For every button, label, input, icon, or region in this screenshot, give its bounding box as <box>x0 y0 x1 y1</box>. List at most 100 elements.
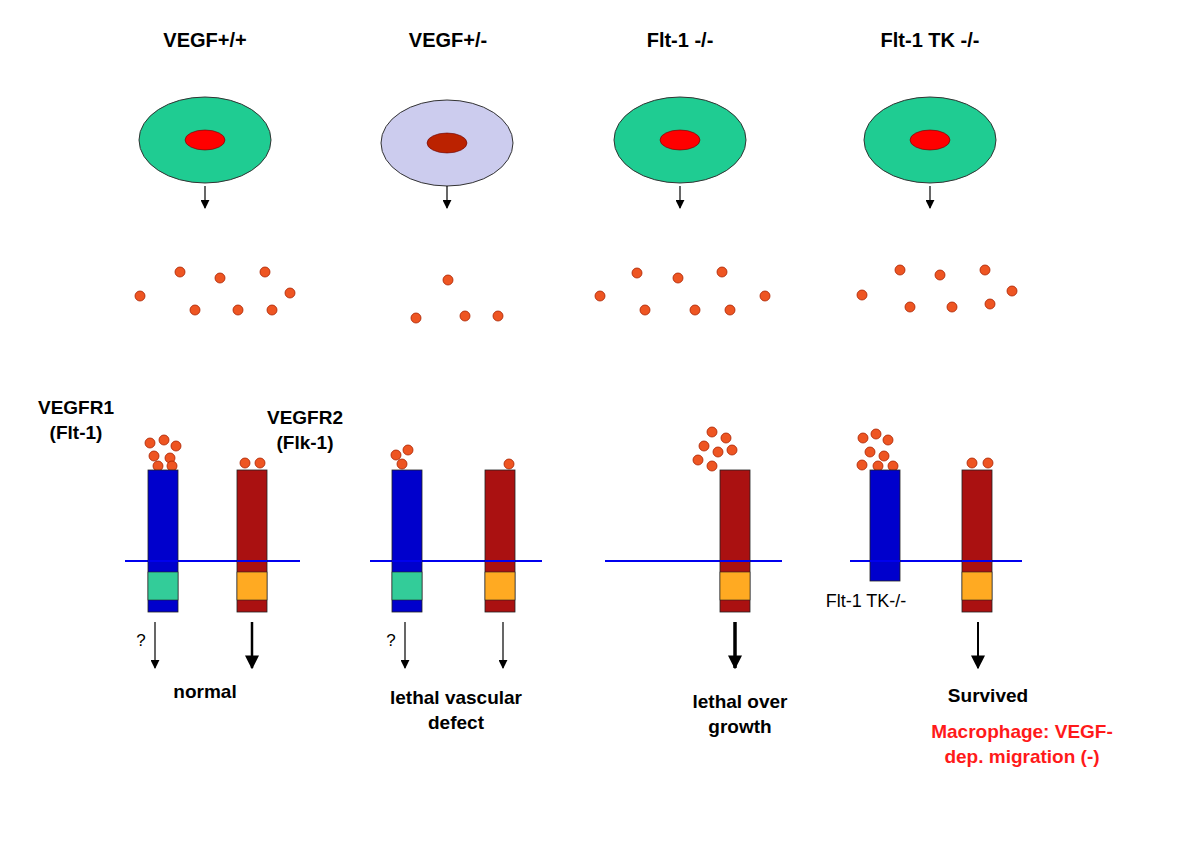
vegf-dot <box>760 291 770 301</box>
secretion-arrows <box>205 186 930 208</box>
signal-arrow <box>251 622 254 668</box>
vegf-dot <box>858 433 868 443</box>
vegf-dot <box>857 290 867 300</box>
vegf-dot <box>883 435 893 445</box>
vegf-dot <box>171 441 181 451</box>
cell-nucleus <box>910 130 950 150</box>
cell-nucleus <box>185 130 225 150</box>
vegf-dot <box>175 267 185 277</box>
vegf-dot <box>699 441 709 451</box>
vegf-dot <box>411 313 421 323</box>
vegf-dot <box>190 305 200 315</box>
cell-body <box>381 100 513 186</box>
vegf-dot <box>135 291 145 301</box>
kinase-domain <box>148 572 178 600</box>
signal-arrow <box>404 622 405 668</box>
kinase-domain <box>485 572 515 600</box>
cell-membrane <box>605 560 782 562</box>
vegf-dot <box>167 461 177 471</box>
flk1-receptor <box>720 470 750 612</box>
vegf-dot <box>493 311 503 321</box>
cell-nucleus <box>427 133 467 153</box>
phenotype-label: normal <box>135 680 275 705</box>
vegf-dot <box>215 273 225 283</box>
membranes <box>125 561 1022 562</box>
vegf-dot <box>504 459 514 469</box>
vegf-dot <box>149 451 159 461</box>
vegf-dot <box>980 265 990 275</box>
vegf-dot <box>983 458 993 468</box>
vegf-dot <box>460 311 470 321</box>
vegf-dot <box>159 435 169 445</box>
phenotype-label: lethal over growth <box>675 690 805 739</box>
vegf-dot <box>871 429 881 439</box>
cell-membrane <box>370 560 542 562</box>
receptor-body <box>237 470 267 612</box>
receptor-body <box>392 470 422 612</box>
membrane-crossing <box>237 560 267 562</box>
flk1-receptor <box>237 470 267 612</box>
vegf-dot <box>725 305 735 315</box>
unknown-mark: ? <box>129 630 153 652</box>
mutant-label: Flt-1 TK-/- <box>796 590 936 613</box>
phenotype-label: Survived <box>918 684 1058 709</box>
signal-arrow <box>154 622 155 668</box>
vegf-dot <box>640 305 650 315</box>
membrane-crossing <box>148 560 178 562</box>
vegf-dot <box>717 267 727 277</box>
vegf-dot <box>443 275 453 285</box>
signal-arrow <box>977 622 979 668</box>
cell-body <box>139 97 271 183</box>
flt1-receptor-no-tk <box>870 470 900 581</box>
phenotype-label: lethal vascular defect <box>381 686 531 735</box>
genotype-heading: VEGF+/- <box>338 27 558 53</box>
vegf-dot <box>285 288 295 298</box>
vegf-dot <box>255 458 265 468</box>
secretion-arrow <box>679 186 680 208</box>
membrane-crossing <box>485 560 515 562</box>
vegf-dot <box>721 433 731 443</box>
receptors <box>148 470 992 612</box>
vegf-dot <box>895 265 905 275</box>
vegf-dot <box>403 445 413 455</box>
genotype-heading: Flt-1 -/- <box>570 27 790 53</box>
kinase-domain <box>392 572 422 600</box>
vegf-dot <box>727 445 737 455</box>
receptor-body <box>870 470 900 581</box>
vegf-dot <box>713 447 723 457</box>
cell-nucleus <box>660 130 700 150</box>
vegf-dot <box>873 461 883 471</box>
receptor-name: VEGFR1 (Flt-1) <box>29 396 124 445</box>
flk1-receptor <box>485 470 515 612</box>
vegf-dot <box>905 302 915 312</box>
vegf-dot <box>595 291 605 301</box>
vegf-dot <box>865 447 875 457</box>
unknown-mark: ? <box>379 630 403 652</box>
vegf-dot <box>632 268 642 278</box>
vegf-ligands <box>135 265 1017 471</box>
vegf-dot <box>693 455 703 465</box>
vegf-dot <box>145 438 155 448</box>
receptor-body <box>720 470 750 612</box>
flt1-receptor <box>392 470 422 612</box>
vegf-dot <box>690 305 700 315</box>
flk1-receptor <box>962 470 992 612</box>
vegf-dot <box>240 458 250 468</box>
vegf-dot <box>1007 286 1017 296</box>
membrane-crossing <box>392 560 422 562</box>
cell-membrane <box>125 560 300 562</box>
receptor-body <box>485 470 515 612</box>
signal-arrows <box>155 622 978 668</box>
kinase-domain <box>962 572 992 600</box>
kinase-domain <box>237 572 267 600</box>
cell-membrane <box>850 560 1022 562</box>
membrane-crossing <box>962 560 992 562</box>
receptor-body <box>962 470 992 612</box>
membrane-crossing <box>720 560 750 562</box>
receptor-name: VEGFR2 (Flk-1) <box>258 406 353 455</box>
vegf-dot <box>947 302 957 312</box>
vegf-dot <box>888 461 898 471</box>
receptor-body <box>148 470 178 612</box>
genotype-heading: VEGF+/+ <box>95 27 315 53</box>
